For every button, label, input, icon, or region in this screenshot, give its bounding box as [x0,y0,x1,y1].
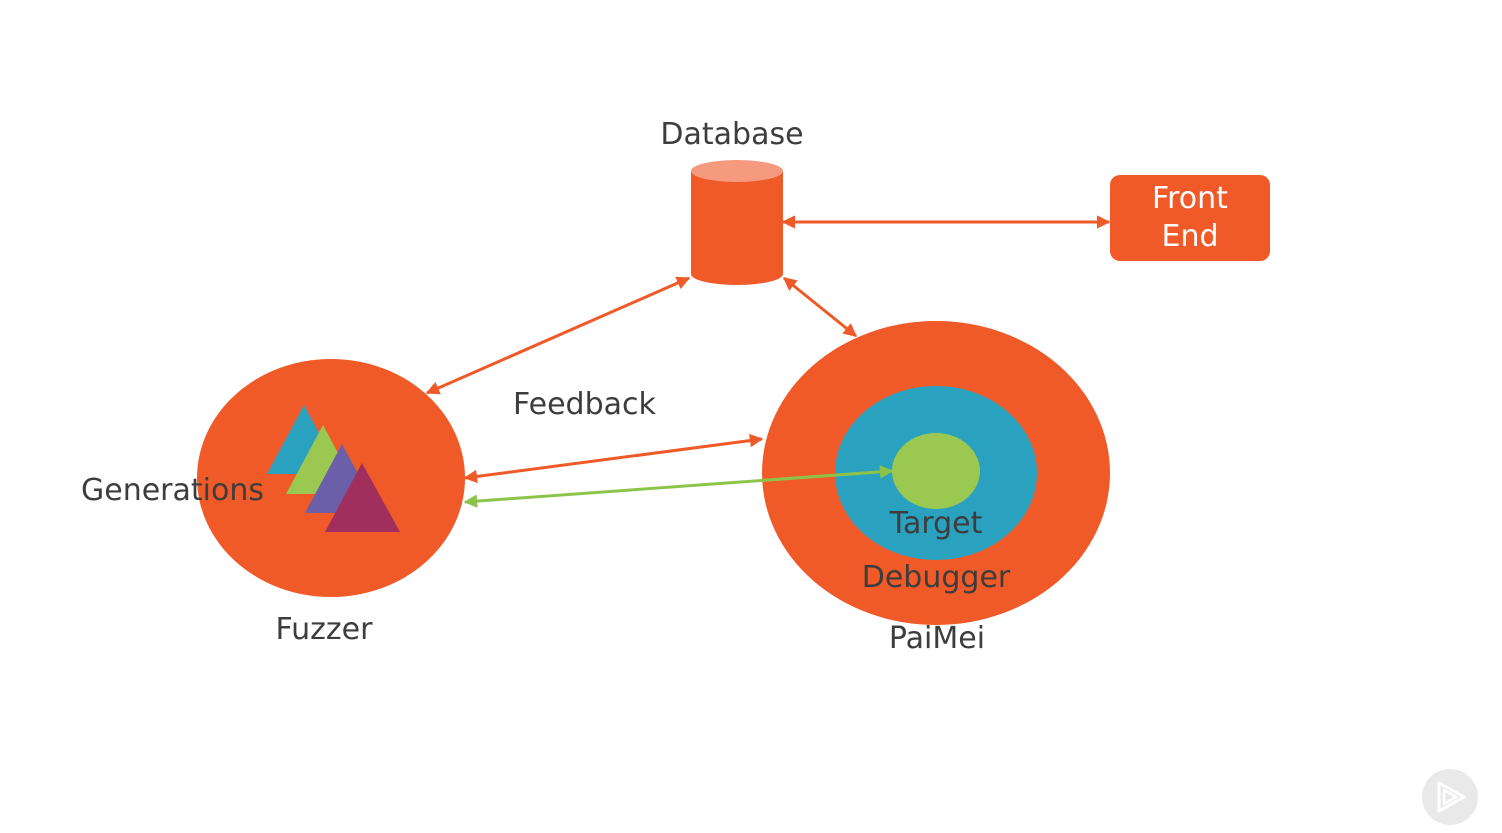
database-fuzzer-arrow [425,276,691,395]
front-end-box: Front End [1110,175,1270,261]
database-cylinder-icon [691,160,783,285]
front-end-label-line2: End [1161,219,1219,254]
fuzzer-label: Fuzzer [275,612,373,647]
generations-triangles-icon [267,405,400,532]
play-logo-icon [1422,769,1478,825]
target-label: Target [889,506,983,541]
database-label: Database [660,117,804,152]
fuzzer-paimei-arrow [463,433,764,484]
database-paimei-arrow [782,276,858,338]
paimei-label: PaiMei [888,621,986,656]
debugger-label: Debugger [861,560,1011,595]
target-circle [892,433,980,509]
generations-label: Generations [81,473,264,508]
feedback-target-arrow [463,465,894,508]
front-end-label-line1: Front [1152,181,1228,216]
feedback-label: Feedback [513,387,656,422]
